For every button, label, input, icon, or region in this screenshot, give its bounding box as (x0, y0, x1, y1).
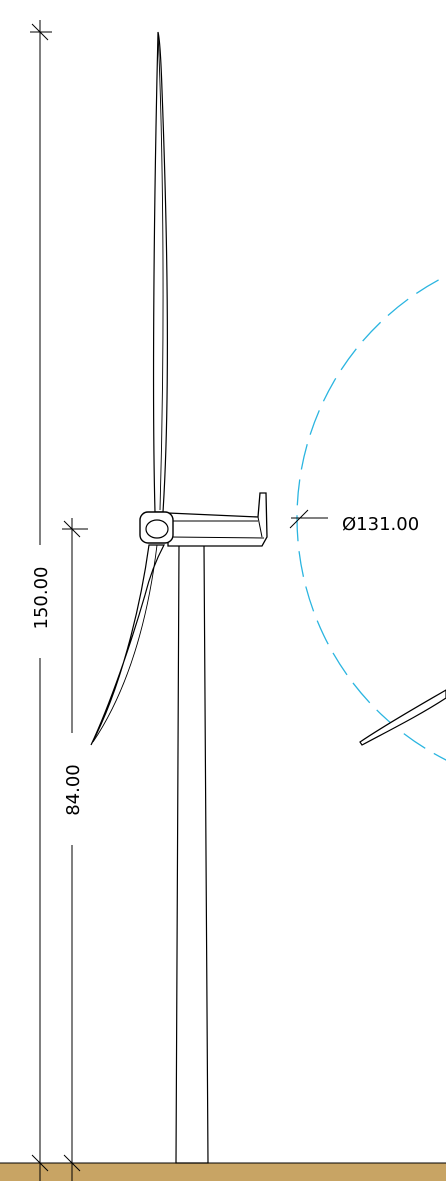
rotor-blade-upper (152, 31, 169, 513)
hub-height-label: 84.00 (63, 764, 84, 816)
rotor-blade-lower (90, 544, 165, 746)
rotor-blade-lower-edge (92, 544, 158, 743)
dimension-rotor-diameter: Ø131.00 (289, 509, 419, 535)
nacelle (167, 492, 268, 547)
rotor-blade-far (359, 689, 446, 746)
rotor-diameter-label: Ø131.00 (342, 514, 419, 535)
rotor-blade-upper-edge (157, 31, 164, 511)
total-height-label: 150.00 (31, 567, 52, 630)
hub-spinner (145, 519, 169, 539)
nacelle-rear-line (257, 516, 263, 538)
dimension-hub-height: 84.00 (62, 518, 88, 1181)
nacelle-detail-line-2 (169, 536, 265, 539)
tower (175, 544, 209, 1164)
ground (0, 1163, 446, 1181)
dimension-total-height: 150.00 (30, 20, 52, 1181)
